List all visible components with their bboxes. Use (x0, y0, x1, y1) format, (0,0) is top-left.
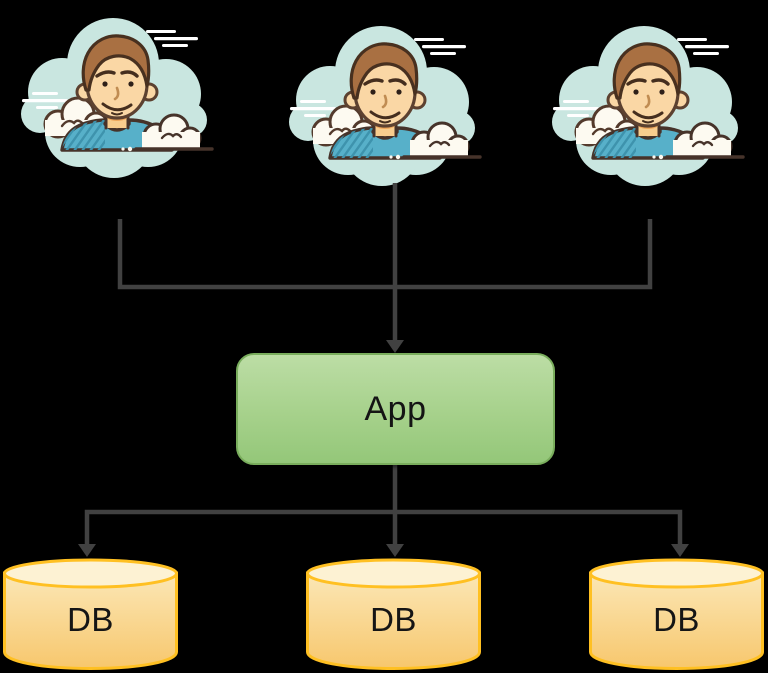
db-node-1-label: DB (67, 601, 114, 638)
arrowhead-into-db1-icon (78, 544, 96, 557)
db-node-3: DB (588, 557, 765, 671)
app-node: App (236, 353, 555, 465)
db-node-2-label: DB (370, 601, 417, 638)
arrowhead-into-app-icon (386, 340, 404, 353)
app-node-label: App (364, 390, 427, 428)
arrowhead-into-db2-icon (386, 544, 404, 557)
db-node-2: DB (305, 557, 482, 671)
arrowhead-into-db3-icon (671, 544, 689, 557)
db-node-1: DB (2, 557, 179, 671)
db-bracket-connector (84, 509, 683, 545)
users-bracket-connector (117, 219, 653, 290)
db-node-3-label: DB (653, 601, 700, 638)
